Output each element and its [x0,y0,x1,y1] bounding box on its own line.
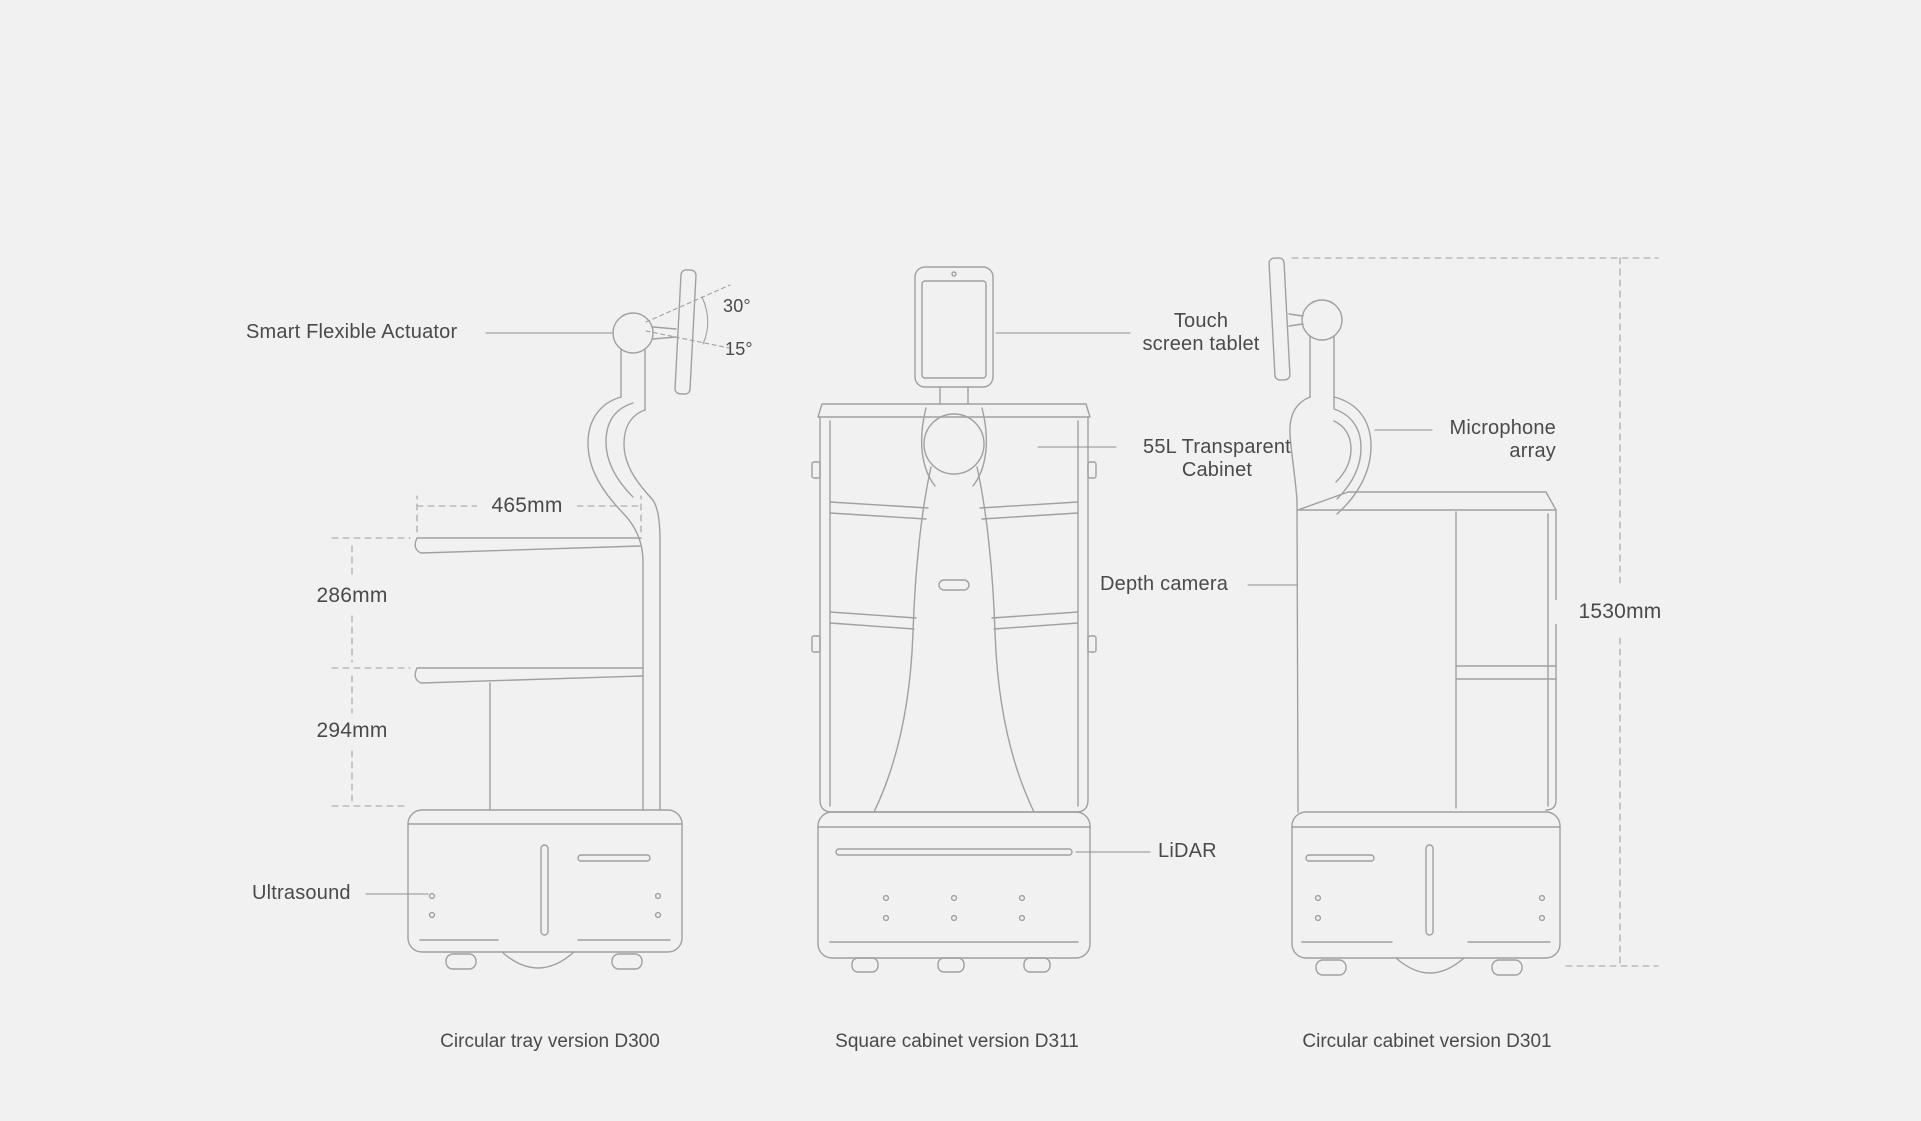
label-touch-screen-tablet-line2: screen tablet [1142,333,1260,355]
leader-lines [365,332,1433,895]
label-smart-flexible-actuator: Smart Flexible Actuator [246,321,458,343]
label-microphone-array: Microphone array [1436,417,1556,463]
dimension-lines-d300 [331,495,642,807]
label-depth-camera: Depth camera [1100,573,1229,595]
robot-d301-drawing [1268,257,1561,976]
caption-d301: Circular cabinet version D301 [1302,1031,1552,1052]
label-touch-screen-tablet: Touch screen tablet [1136,310,1266,356]
label-tray-gap-upper: 286mm [302,584,402,608]
caption-d300: Circular tray version D300 [440,1031,660,1052]
label-transparent-cabinet: 55L Transparent Cabinet [1122,436,1312,482]
label-microphone-array-line1: Microphone [1449,417,1556,439]
robot-d300-drawing [407,269,735,970]
label-transparent-cabinet-line2: Cabinet [1181,459,1253,481]
caption-d311: Square cabinet version D311 [835,1031,1079,1052]
label-tilt-down-angle: 15° [725,339,753,359]
label-touch-screen-tablet-line1: Touch [1173,310,1229,332]
robot-d311-drawing [811,266,1097,973]
dimension-lines-d301 [1291,257,1659,967]
label-microphone-array-line2: array [1509,440,1556,462]
label-tilt-up-angle: 30° [723,296,751,316]
label-lidar: LiDAR [1158,840,1217,862]
label-ultrasound: Ultrasound [252,882,351,904]
label-tray-width: 465mm [477,494,577,518]
label-overall-height: 1530mm [1552,600,1688,624]
label-transparent-cabinet-line1: 55L Transparent [1143,436,1291,458]
label-tray-gap-lower: 294mm [302,719,402,743]
